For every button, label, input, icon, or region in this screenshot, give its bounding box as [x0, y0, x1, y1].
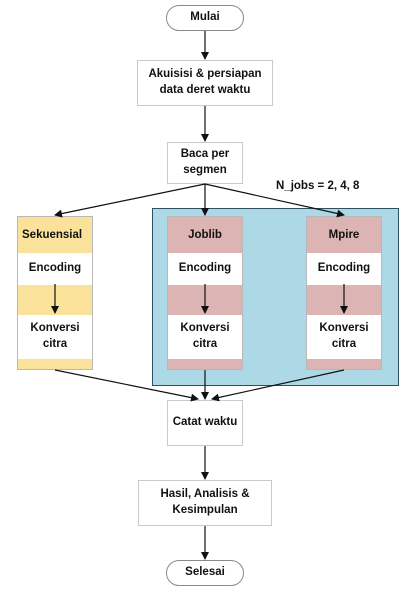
lane-sekuensial-encoding: Encoding [18, 253, 92, 285]
lane-mpire-title: Mpire [328, 229, 360, 241]
start-terminal: Mulai [166, 5, 244, 31]
record-time-box: Catat waktu [167, 400, 243, 446]
arrow-mpire-to-record [211, 369, 345, 402]
result-analysis-box: Hasil, Analisis & Kesimpulan [138, 480, 272, 526]
arrow-read-to-mpire [204, 183, 345, 218]
n-jobs-label: N_jobs = 2, 4, 8 [276, 180, 360, 192]
lane-mpire-convert: Konversi citra [307, 315, 381, 359]
lane-sekuensial-title: Sekuensial [22, 229, 83, 241]
read-segment-box: Baca per segmen [167, 142, 243, 184]
lane-mpire-encoding: Encoding [307, 253, 381, 285]
acquire-data-box: Akuisisi & persiapan data deret waktu [137, 60, 273, 106]
arrow-read-to-sekuensial [54, 183, 206, 218]
lane-joblib-encoding: Encoding [168, 253, 242, 285]
lane-mpire: Mpire Encoding Konversi citra [306, 216, 382, 370]
end-terminal: Selesai [166, 560, 244, 586]
lane-sekuensial-convert: Konversi citra [18, 315, 92, 359]
lane-joblib-convert: Konversi citra [168, 315, 242, 359]
lane-joblib-title: Joblib [188, 229, 222, 241]
arrow-sekuensial-to-record [54, 369, 199, 402]
lane-sekuensial: Sekuensial Encoding Konversi citra [17, 216, 93, 370]
